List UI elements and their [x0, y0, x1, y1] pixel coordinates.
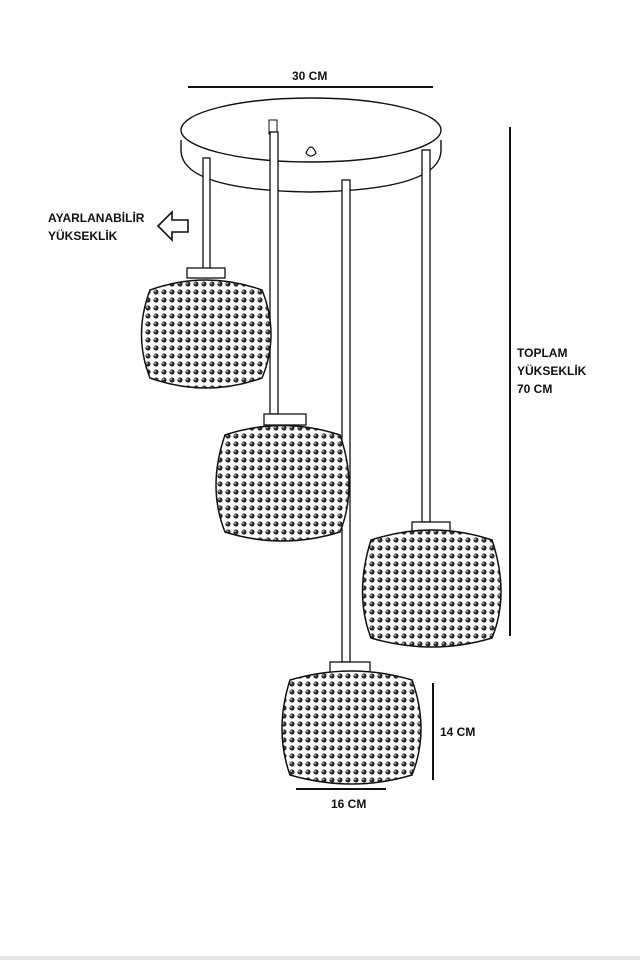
- lamp-shade: [281, 661, 422, 785]
- suspension-rods: [202, 131, 431, 663]
- total-height-label-line3: 70 CM: [517, 382, 553, 396]
- left-arrow-icon: [156, 210, 189, 242]
- page-bottom-border: [0, 956, 640, 960]
- total-height-label-line1: TOPLAM: [517, 346, 568, 360]
- shade-height-label: 14 CM: [440, 725, 476, 739]
- lamp-shade: [361, 521, 502, 648]
- shade-width-label: 16 CM: [331, 797, 367, 811]
- total-height-label-line2: YÜKSEKLİK: [517, 364, 587, 378]
- ceiling-canopy: [180, 97, 442, 193]
- adjustable-height-label-line1: AYARLANABİLİR: [48, 211, 145, 225]
- adjustable-height-label-line2: YÜKSEKLİK: [48, 229, 118, 243]
- top-width-label: 30 CM: [292, 69, 328, 83]
- lamp-shade: [215, 413, 350, 542]
- lamp-shade: [140, 267, 272, 389]
